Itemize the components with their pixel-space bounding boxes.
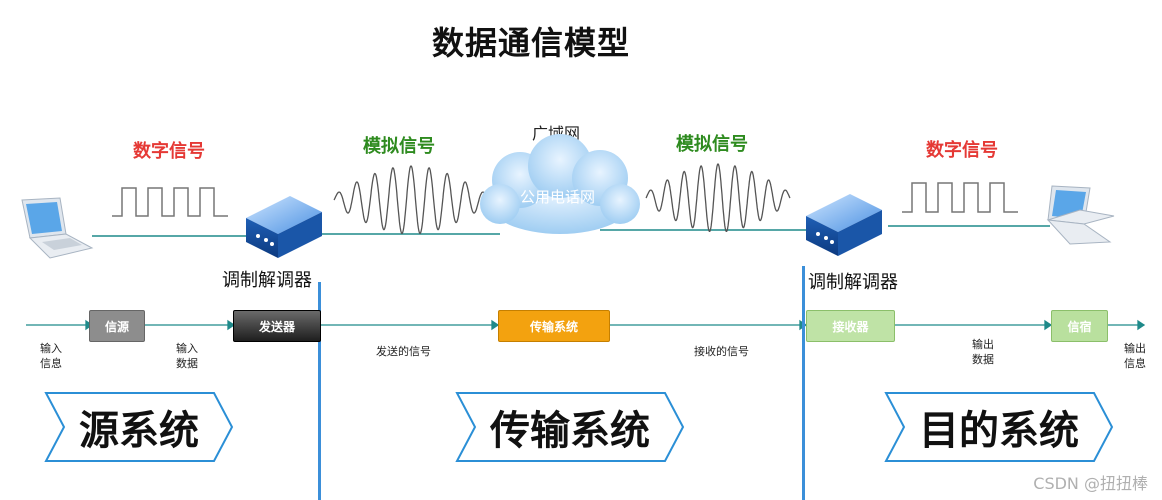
flow-line: [26, 319, 1146, 331]
digital-signal-label-right: 数字信号: [926, 140, 998, 161]
analog-signal-label-right: 模拟信号: [676, 134, 748, 155]
source-system-label: 源系统: [79, 408, 199, 454]
destination-system-label: 目的系统: [919, 408, 1079, 454]
digital-waveform-right: [902, 182, 1018, 213]
destination-box: 信宿: [1051, 310, 1108, 342]
divider-right: [802, 266, 805, 500]
modem-label-right: 调制解调器: [808, 272, 898, 293]
analog-signal-label-left: 模拟信号: [363, 136, 435, 157]
modem-label-left: 调制解调器: [222, 270, 312, 291]
digital-waveform-left: [112, 187, 228, 217]
transmission-system-chevron: [455, 392, 685, 462]
transmission-system-label: 传输系统: [490, 408, 650, 454]
connection-line-top: [92, 225, 1050, 237]
modem-icon-left: [246, 196, 322, 258]
modem-icon-right: [806, 194, 882, 256]
received-signal-label: 接收的信号: [694, 345, 749, 358]
output-data-label: 输出 数据: [972, 338, 994, 366]
transmission-system-banner: 传输系统: [455, 391, 685, 463]
source-system-chevron: [44, 392, 234, 462]
sender-box: 发送器: [233, 310, 321, 342]
sent-signal-label: 发送的信号: [376, 345, 431, 358]
input-info-label: 输入 信息: [40, 342, 62, 370]
cloud-label: 公用电话网: [520, 188, 596, 206]
analog-waveform-left: [333, 165, 489, 235]
laptop-icon-left: [21, 197, 94, 259]
output-info-label: 输出 信息: [1124, 342, 1146, 370]
digital-signal-label-left: 数字信号: [133, 141, 205, 162]
destination-system-banner: 目的系统: [884, 391, 1114, 463]
input-data-label: 输入 数据: [176, 342, 198, 370]
transmission-box: 传输系统: [498, 310, 610, 342]
watermark: CSDN @扭扭棒: [1033, 474, 1148, 493]
receiver-box: 接收器: [806, 310, 895, 342]
cloud-icon: [480, 134, 640, 234]
divider-left: [318, 282, 321, 500]
source-system-banner: 源系统: [44, 391, 234, 463]
analog-waveform-right: [645, 163, 791, 233]
destination-system-chevron: [884, 392, 1114, 462]
source-box: 信源: [89, 310, 145, 342]
diagram-title: 数据通信模型: [431, 24, 630, 62]
laptop-icon-right: [1046, 185, 1115, 245]
